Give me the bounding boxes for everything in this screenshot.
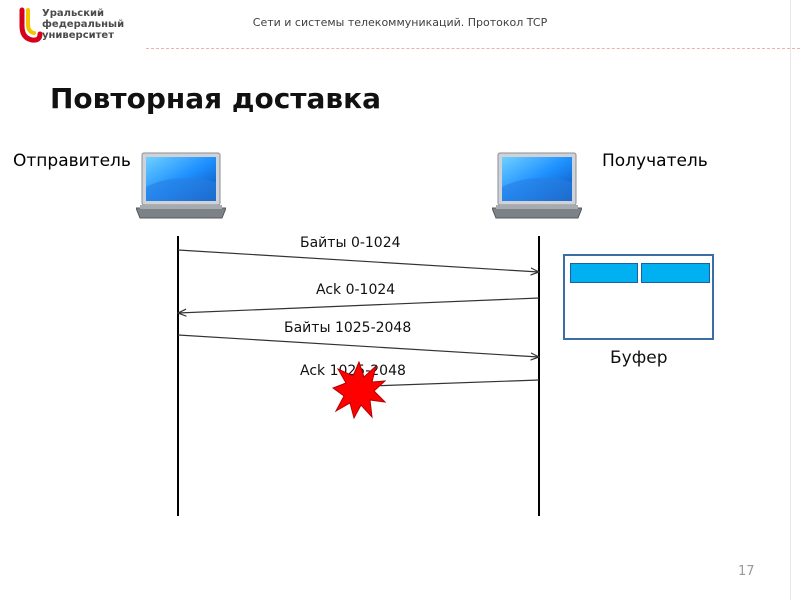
- logo-icon: [19, 7, 43, 43]
- page-number: 17: [738, 564, 755, 579]
- logo-line-1: Уральский: [42, 8, 104, 19]
- message-label-4: Ack 1025-2048: [300, 363, 406, 379]
- explosion-icon: [332, 361, 386, 419]
- university-logo: Уральский федеральный университет: [18, 6, 138, 46]
- laptop-icon: [492, 152, 582, 219]
- receiver-label: Получатель: [602, 151, 708, 171]
- message-arrow-2: [178, 297, 540, 313]
- message-label-1: Байты 0-1024: [300, 235, 401, 251]
- message-arrow-1: [177, 249, 539, 272]
- side-rule: [790, 0, 791, 600]
- sender-label: Отправитель: [13, 151, 131, 171]
- laptop-icon: [136, 152, 226, 219]
- message-label-3: Байты 1025-2048: [284, 320, 412, 336]
- message-arrow-3: [177, 334, 539, 357]
- buffer-cell-1: [570, 263, 638, 283]
- buffer-label: Буфер: [610, 348, 668, 368]
- logo-text: Уральский федеральный университет: [42, 8, 142, 41]
- header-divider: [146, 48, 800, 49]
- logo-line-2: федеральный: [42, 19, 125, 30]
- logo-line-3: университет: [42, 30, 115, 41]
- page-title: Повторная доставка: [50, 82, 382, 115]
- buffer-cell-2: [641, 263, 710, 283]
- buffer-box: [563, 254, 714, 340]
- message-label-2: Ack 0-1024: [316, 282, 396, 298]
- course-title: Сети и системы телекоммуникаций. Протоко…: [252, 16, 548, 29]
- message-arrow-4-lost: [369, 379, 540, 387]
